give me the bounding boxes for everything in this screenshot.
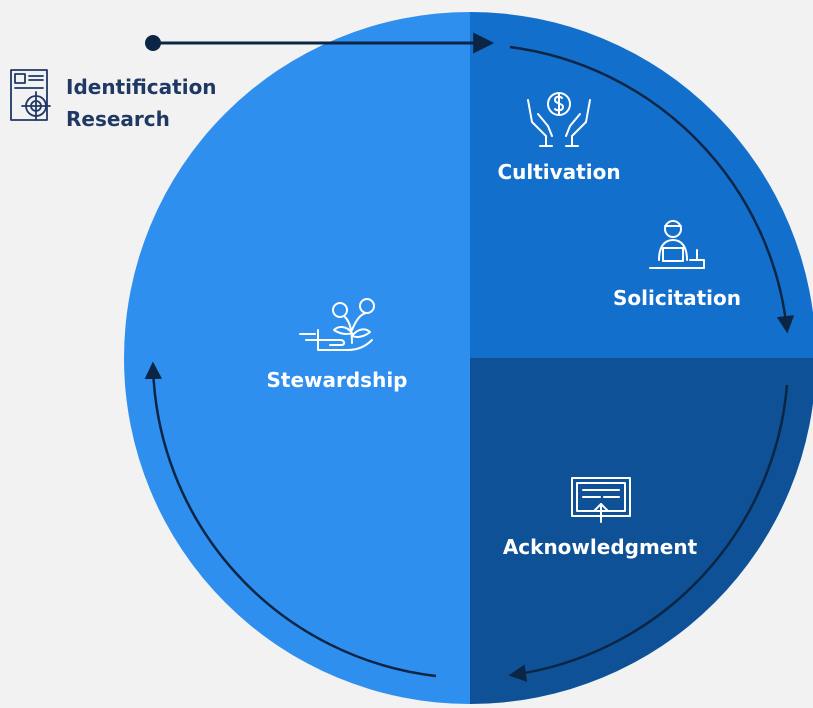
- hand-growing-plant-icon: [299, 298, 375, 351]
- certificate-icon: [571, 477, 631, 523]
- hands-dollar-icon: [527, 92, 591, 147]
- cycle-arrow-stewardship: [144, 361, 437, 678]
- acknowledgment-segment: [470, 358, 813, 704]
- cycle-arrow-cultivation-to-solicitation: [509, 45, 795, 334]
- identification-label: Identification: [66, 75, 217, 99]
- stage-label-stewardship: Stewardship: [267, 368, 408, 392]
- identification-connector: [145, 32, 495, 54]
- stage-label-solicitation: Solicitation: [613, 286, 741, 310]
- stage-label-acknowledgment: Acknowledgment: [503, 535, 698, 559]
- stage-label-cultivation: Cultivation: [497, 160, 620, 184]
- person-at-laptop-icon: [649, 220, 705, 269]
- identification-research-label: Identification Research: [66, 71, 217, 135]
- target-profile-icon: [10, 69, 51, 121]
- research-label: Research: [66, 107, 170, 131]
- cycle-arrow-acknowledgment: [508, 384, 789, 682]
